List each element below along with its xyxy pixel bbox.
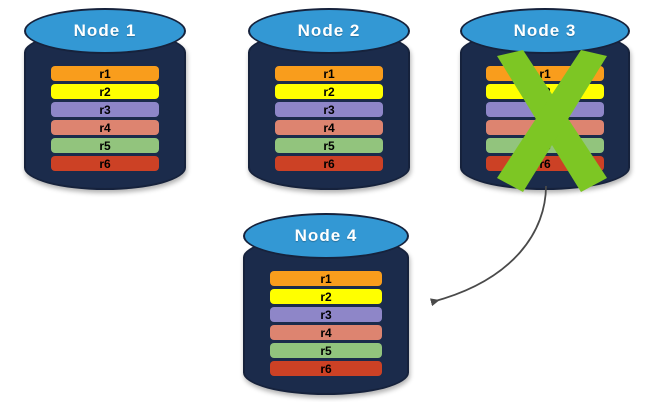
node-1-rows: r1 r2 r3 r4 r5 r6 [24,66,186,171]
node-2-row-r2[interactable]: r2 [275,84,383,99]
node-4-top [243,213,409,259]
node-3-row-r2[interactable]: r2 [486,84,604,99]
node-2-top [248,8,410,54]
node-1-row-r2[interactable]: r2 [51,84,159,99]
node-3-row-r1[interactable]: r1 [486,66,604,81]
node-3-row-r4[interactable]: r4 [486,120,604,135]
node-4-row-r6[interactable]: r6 [270,361,382,376]
node-4-row-r3[interactable]: r3 [270,307,382,322]
node-4-row-r5[interactable]: r5 [270,343,382,358]
node-2-row-r3[interactable]: r3 [275,102,383,117]
node-2-row-r6[interactable]: r6 [275,156,383,171]
node-2-rows: r1 r2 r3 r4 r5 r6 [248,66,410,171]
node-3-row-r5[interactable]: r5 [486,138,604,153]
node-3-rows: r1 r2 r3 r4 r5 r6 [460,66,630,171]
node-1-row-r1[interactable]: r1 [51,66,159,81]
node-3-top [460,8,630,54]
node-4-row-r4[interactable]: r4 [270,325,382,340]
node-4-rows: r1 r2 r3 r4 r5 r6 [243,271,409,376]
node-3[interactable]: Node 3 r1 r2 r3 r4 r5 r6 [460,8,630,192]
node-1-row-r6[interactable]: r6 [51,156,159,171]
node-2-row-r1[interactable]: r1 [275,66,383,81]
node-4[interactable]: Node 4 r1 r2 r3 r4 r5 r6 [243,213,409,395]
node-1-row-r4[interactable]: r4 [51,120,159,135]
node-4-row-r2[interactable]: r2 [270,289,382,304]
node-1-row-r3[interactable]: r3 [51,102,159,117]
node-1[interactable]: Node 1 r1 r2 r3 r4 r5 r6 [24,8,186,190]
node-2-row-r5[interactable]: r5 [275,138,383,153]
node-2[interactable]: Node 2 r1 r2 r3 r4 r5 r6 [248,8,410,190]
node-4-row-r1[interactable]: r1 [270,271,382,286]
node-3-row-r6[interactable]: r6 [486,156,604,171]
node-1-top [24,8,186,54]
node-2-row-r4[interactable]: r4 [275,120,383,135]
node-3-row-r3[interactable]: r3 [486,102,604,117]
node-1-row-r5[interactable]: r5 [51,138,159,153]
